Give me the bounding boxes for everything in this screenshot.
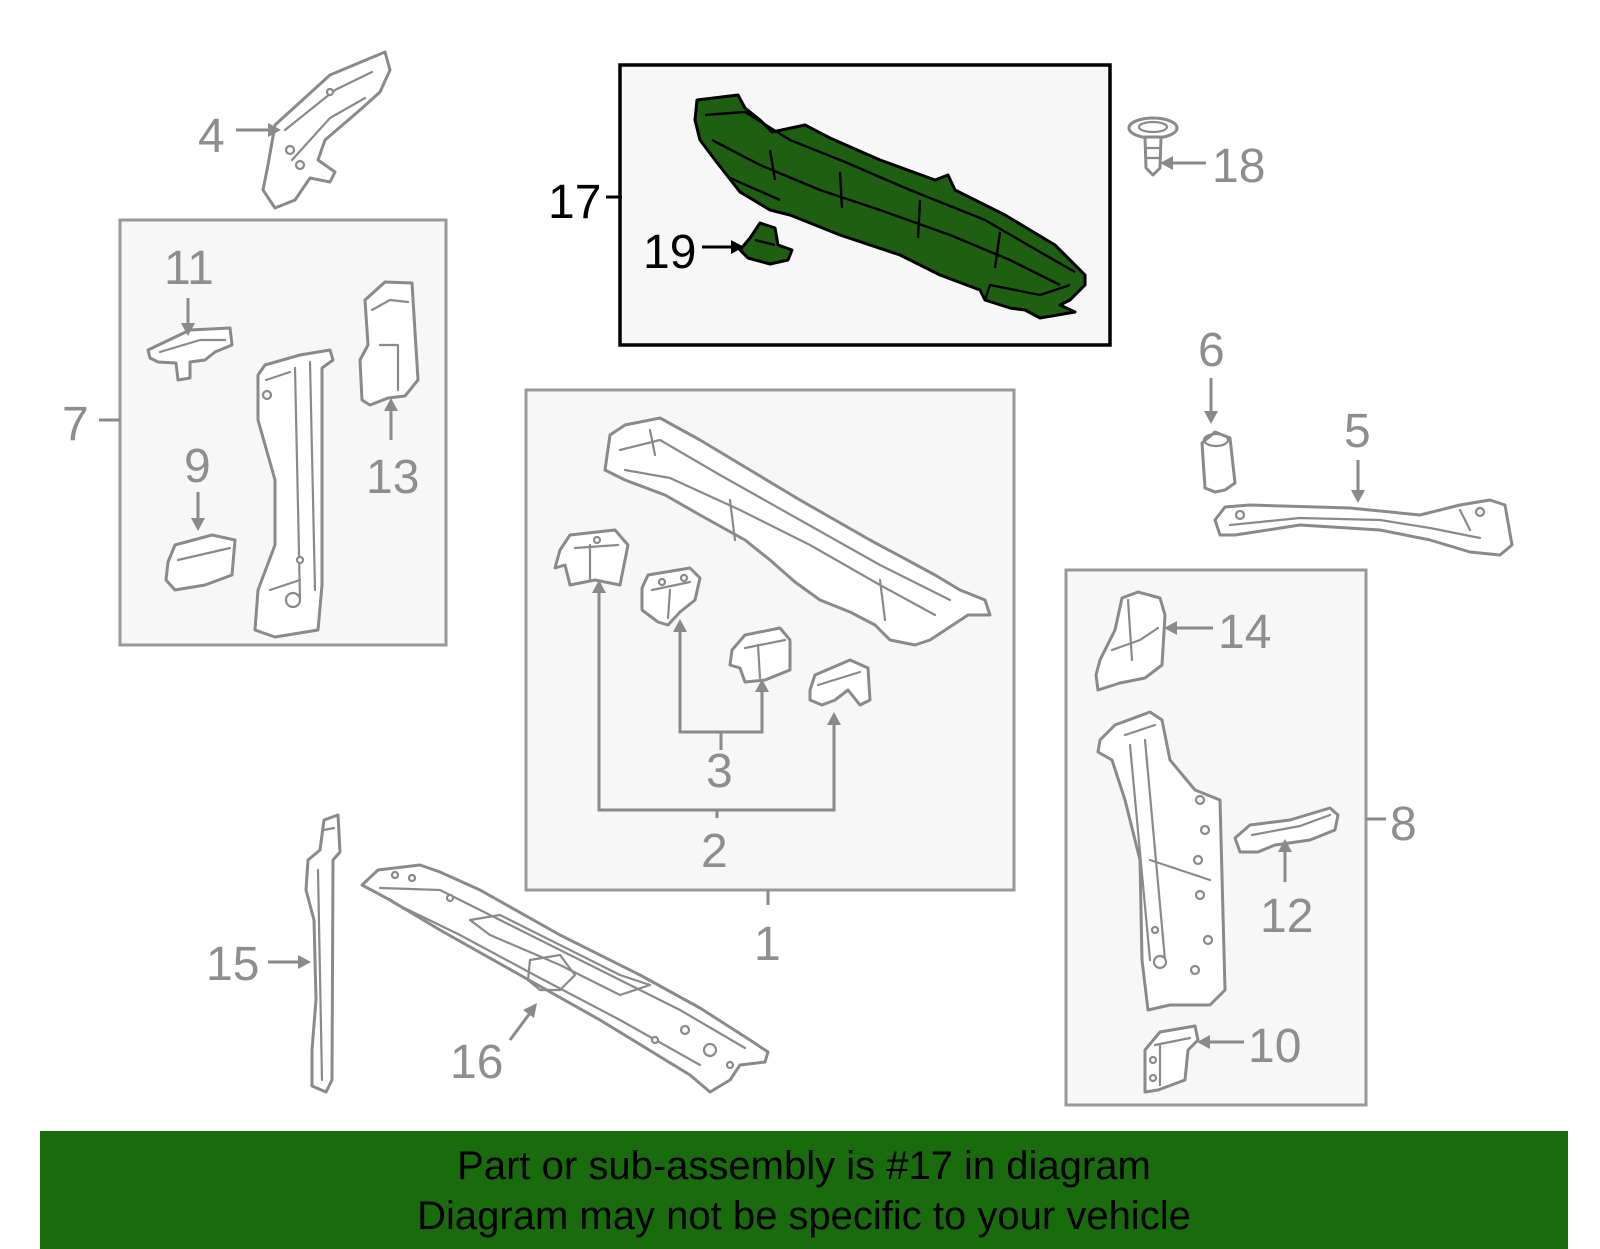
callout-5: 5 <box>1344 405 1371 458</box>
part-1-upper-support[interactable] <box>603 416 992 647</box>
callout-16: 16 <box>450 1036 503 1089</box>
callout-10: 10 <box>1248 1020 1301 1073</box>
banner-line-1: Part or sub-assembly is #17 in diagram <box>457 1144 1151 1188</box>
callout-1: 1 <box>754 918 781 971</box>
part-2-bracket-left[interactable] <box>553 528 630 587</box>
part-17-support-cover[interactable] <box>693 93 1087 320</box>
callout-6: 6 <box>1198 324 1225 377</box>
callout-17: 17 <box>548 176 601 229</box>
part-7-side-member[interactable] <box>253 348 335 639</box>
callout-14: 14 <box>1218 606 1271 659</box>
part-5-support-brace[interactable] <box>1213 498 1514 557</box>
part-4-bracket[interactable] <box>261 50 392 210</box>
part-19-clip[interactable] <box>738 221 794 266</box>
callout-labels: 4 17 19 18 11 13 9 7 6 5 14 8 12 10 15 1… <box>62 110 1417 1089</box>
part-11-bracket[interactable] <box>146 326 234 382</box>
part-12-bracket[interactable] <box>1233 806 1340 854</box>
leader-lines-2-3 <box>592 580 841 905</box>
banner-line-2: Diagram may not be specific to your vehi… <box>417 1194 1191 1238</box>
part-2-bracket-right[interactable] <box>808 658 872 707</box>
part-18-push-pin[interactable] <box>1127 116 1179 177</box>
part-13-bracket[interactable] <box>358 280 420 407</box>
leader-lines <box>99 123 1386 1049</box>
callout-19: 19 <box>643 226 696 279</box>
part-6-bumper-stop[interactable] <box>1200 430 1237 494</box>
part-16-lower-support[interactable] <box>360 863 770 1094</box>
callout-2: 2 <box>701 825 728 878</box>
part-3-bracket-right[interactable] <box>728 626 792 684</box>
part-15-vertical-brace[interactable] <box>304 813 342 1094</box>
callout-13: 13 <box>366 451 419 504</box>
callout-3: 3 <box>706 745 733 798</box>
callout-9: 9 <box>184 440 211 493</box>
callout-15: 15 <box>206 938 259 991</box>
part-8-side-member[interactable] <box>1096 710 1227 1012</box>
callout-7: 7 <box>62 398 89 451</box>
info-banner: Part or sub-assembly is #17 in diagram D… <box>40 1131 1568 1249</box>
part-14-bracket[interactable] <box>1094 590 1167 692</box>
callout-18: 18 <box>1212 140 1265 193</box>
part-10-bracket[interactable] <box>1143 1024 1200 1094</box>
callout-11: 11 <box>164 242 214 295</box>
part-9-retainer[interactable] <box>164 533 237 592</box>
callout-4: 4 <box>198 110 225 163</box>
callout-8: 8 <box>1390 798 1417 851</box>
callout-12: 12 <box>1260 890 1313 943</box>
part-3-bracket-left[interactable] <box>640 566 702 627</box>
